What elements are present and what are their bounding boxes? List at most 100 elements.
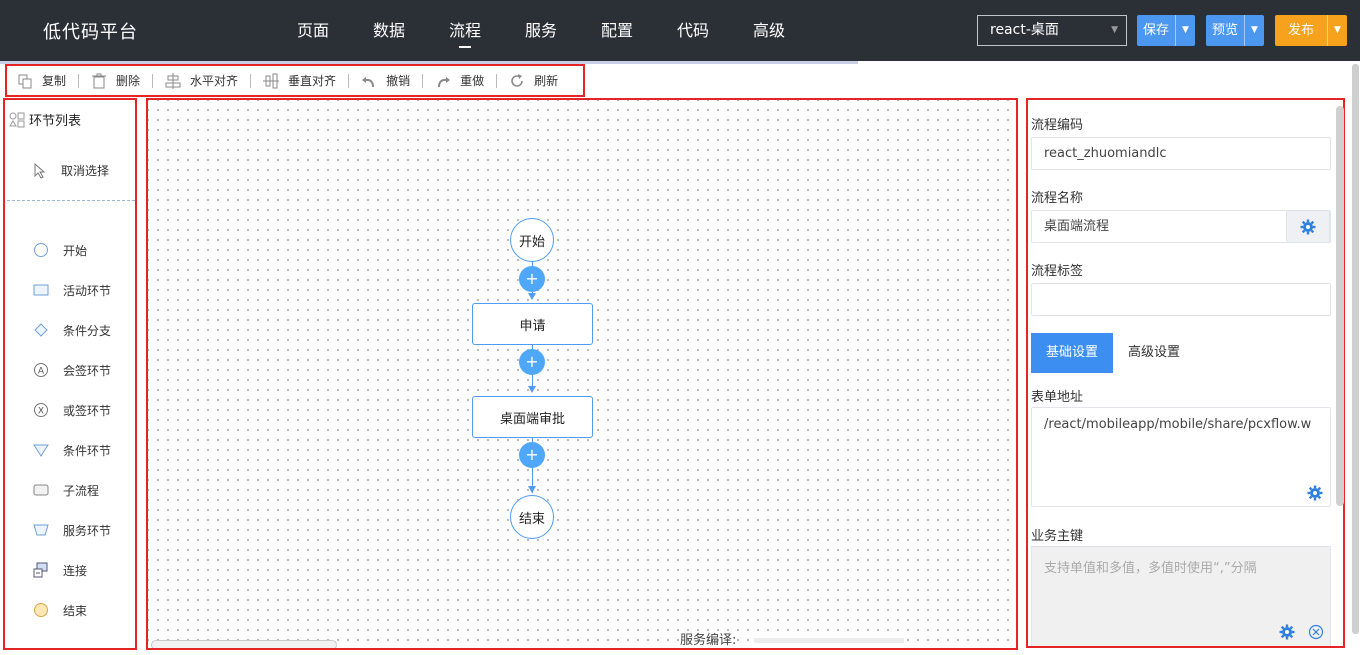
subprocess-icon <box>33 482 49 498</box>
node-palette-title-text: 环节列表 <box>29 114 82 129</box>
publish-split-button: 发布 ▼ <box>1275 15 1348 46</box>
properties-panel: 流程编码 react_zhuomiandlc 流程名称 桌面端流程 流程标签 基… <box>1026 98 1345 648</box>
delete-button[interactable]: 删除 <box>91 72 140 89</box>
condition-diamond-icon <box>33 322 49 338</box>
flow-arrow <box>528 293 536 300</box>
flow-tag-field[interactable] <box>1031 283 1331 316</box>
top-header: 低代码平台 页面 数据 流程 服务 配置 代码 高级 react-桌面 ▼ 保存… <box>0 0 1360 61</box>
node-type-activity[interactable]: 活动环节 <box>33 270 111 310</box>
add-node-plus-icon[interactable]: + <box>519 442 545 468</box>
flow-name-label: 流程名称 <box>1031 191 1084 206</box>
node-palette-title: 环节列表 <box>9 110 81 129</box>
properties-scrollbar[interactable] <box>1336 106 1344 506</box>
nav-config[interactable]: 配置 <box>600 21 633 40</box>
activity-rect-icon <box>33 282 49 298</box>
trash-icon <box>91 73 107 89</box>
node-type-countersign[interactable]: A 会签环节 <box>33 350 111 390</box>
undo-button[interactable]: 撤销 <box>361 72 410 89</box>
save-split-button: 保存 ▼ <box>1137 15 1196 46</box>
node-type-condition[interactable]: 条件环节 <box>33 430 111 470</box>
align-vertical-label: 垂直对齐 <box>288 74 337 88</box>
chevron-down-icon: ▼ <box>1111 25 1118 35</box>
flow-code-field[interactable]: react_zhuomiandlc <box>1031 137 1331 170</box>
flow-node-label: 桌面端审批 <box>499 411 565 427</box>
undo-label: 撤销 <box>386 74 411 88</box>
align-vertical-button[interactable]: 垂直对齐 <box>263 72 336 89</box>
delete-label: 删除 <box>116 74 141 88</box>
undo-icon <box>361 73 377 89</box>
refresh-button[interactable]: 刷新 <box>509 72 558 89</box>
redo-icon <box>435 73 451 89</box>
env-select-value: react-桌面 <box>990 22 1059 38</box>
node-type-end[interactable]: 结束 <box>33 590 111 630</box>
preview-dropdown-caret-icon[interactable]: ▼ <box>1244 15 1264 46</box>
cancel-selection-button[interactable]: 取消选择 <box>33 162 109 179</box>
node-type-connect[interactable]: 连接 <box>33 550 111 590</box>
node-type-start[interactable]: 开始 <box>33 230 111 270</box>
business-key-field[interactable]: 支持单值和多值，多值时使用“,”分隔 <box>1031 546 1331 646</box>
node-type-label: 服务环节 <box>63 523 112 538</box>
node-type-label: 条件分支 <box>63 323 112 338</box>
save-dropdown-caret-icon[interactable]: ▼ <box>1175 15 1195 46</box>
flow-canvas[interactable]: 开始 + 申请 + 桌面端审批 + 结束 服务编译: <box>146 98 1018 650</box>
nav-page[interactable]: 页面 <box>296 21 329 40</box>
countersign-icon: A <box>33 362 49 378</box>
redo-button[interactable]: 重做 <box>435 72 484 89</box>
preview-split-button: 预览 ▼ <box>1206 15 1265 46</box>
gear-icon[interactable] <box>1307 485 1323 501</box>
refresh-icon <box>509 73 525 89</box>
or-sign-icon: X <box>33 402 49 418</box>
tab-advanced-settings[interactable]: 高级设置 <box>1128 345 1181 360</box>
publish-dropdown-caret-icon[interactable]: ▼ <box>1327 15 1347 46</box>
preview-button[interactable]: 预览 <box>1212 23 1239 38</box>
flow-node-start[interactable]: 开始 <box>510 218 554 262</box>
flow-arrow <box>528 386 536 393</box>
add-node-plus-icon[interactable]: + <box>519 349 545 375</box>
settings-tabs: 基础设置 高级设置 <box>1031 333 1195 373</box>
cancel-selection-label: 取消选择 <box>61 164 110 178</box>
publish-button[interactable]: 发布 <box>1288 23 1315 38</box>
node-type-label: 会签环节 <box>63 363 112 378</box>
editor-toolbar: 复制 删除 水平对齐 垂直对齐 撤销 重做 刷新 <box>5 64 585 97</box>
copy-label: 复制 <box>42 74 67 88</box>
node-type-or-sign[interactable]: X 或签环节 <box>33 390 111 430</box>
flow-tag-label: 流程标签 <box>1031 264 1084 279</box>
nav-service[interactable]: 服务 <box>524 21 557 40</box>
align-horizontal-label: 水平对齐 <box>190 74 239 88</box>
nav-code[interactable]: 代码 <box>676 21 709 40</box>
copy-button[interactable]: 复制 <box>17 72 66 89</box>
connect-icon <box>33 562 49 578</box>
toolbar-divider <box>78 73 80 88</box>
flow-name-settings-button[interactable] <box>1286 210 1330 243</box>
align-vertical-icon <box>263 73 280 89</box>
add-node-plus-icon[interactable]: + <box>519 266 545 292</box>
nav-data[interactable]: 数据 <box>372 21 405 40</box>
flow-code-label: 流程编码 <box>1031 118 1084 133</box>
page-scrollbar[interactable] <box>1352 64 1359 634</box>
node-type-condition-branch[interactable]: 条件分支 <box>33 310 111 350</box>
redo-label: 重做 <box>460 74 485 88</box>
clear-icon[interactable] <box>1308 624 1324 640</box>
form-url-field[interactable]: /react/mobileapp/mobile/share/pcxflow.w <box>1031 407 1331 507</box>
gear-icon[interactable] <box>1279 624 1295 640</box>
flow-name-field[interactable]: 桌面端流程 <box>1031 210 1331 243</box>
node-type-subprocess[interactable]: 子流程 <box>33 470 111 510</box>
business-key-placeholder: 支持单值和多值，多值时使用“,”分隔 <box>1044 561 1257 576</box>
flow-node-apply[interactable]: 申请 <box>472 303 593 345</box>
node-palette-panel: 环节列表 取消选择 开始 活动环节 条件分支 A 会签环节 X 或签环节 条件环… <box>3 98 137 650</box>
svg-text:X: X <box>38 407 44 417</box>
align-horizontal-button[interactable]: 水平对齐 <box>165 72 238 89</box>
node-type-service[interactable]: 服务环节 <box>33 510 111 550</box>
flow-node-approve[interactable]: 桌面端审批 <box>472 396 593 438</box>
canvas-horizontal-scrollbar[interactable] <box>151 640 337 648</box>
nav-advanced[interactable]: 高级 <box>752 21 785 40</box>
flow-node-label: 开始 <box>518 234 545 250</box>
nav-flow[interactable]: 流程 <box>427 0 503 61</box>
tab-basic-settings[interactable]: 基础设置 <box>1031 333 1114 373</box>
gear-icon <box>1300 219 1316 234</box>
flow-node-end[interactable]: 结束 <box>510 495 554 539</box>
node-type-label: 结束 <box>63 603 88 618</box>
save-button[interactable]: 保存 <box>1143 23 1170 38</box>
env-select[interactable]: react-桌面 ▼ <box>977 15 1127 46</box>
form-url-value: /react/mobileapp/mobile/share/pcxflow.w <box>1044 417 1312 432</box>
